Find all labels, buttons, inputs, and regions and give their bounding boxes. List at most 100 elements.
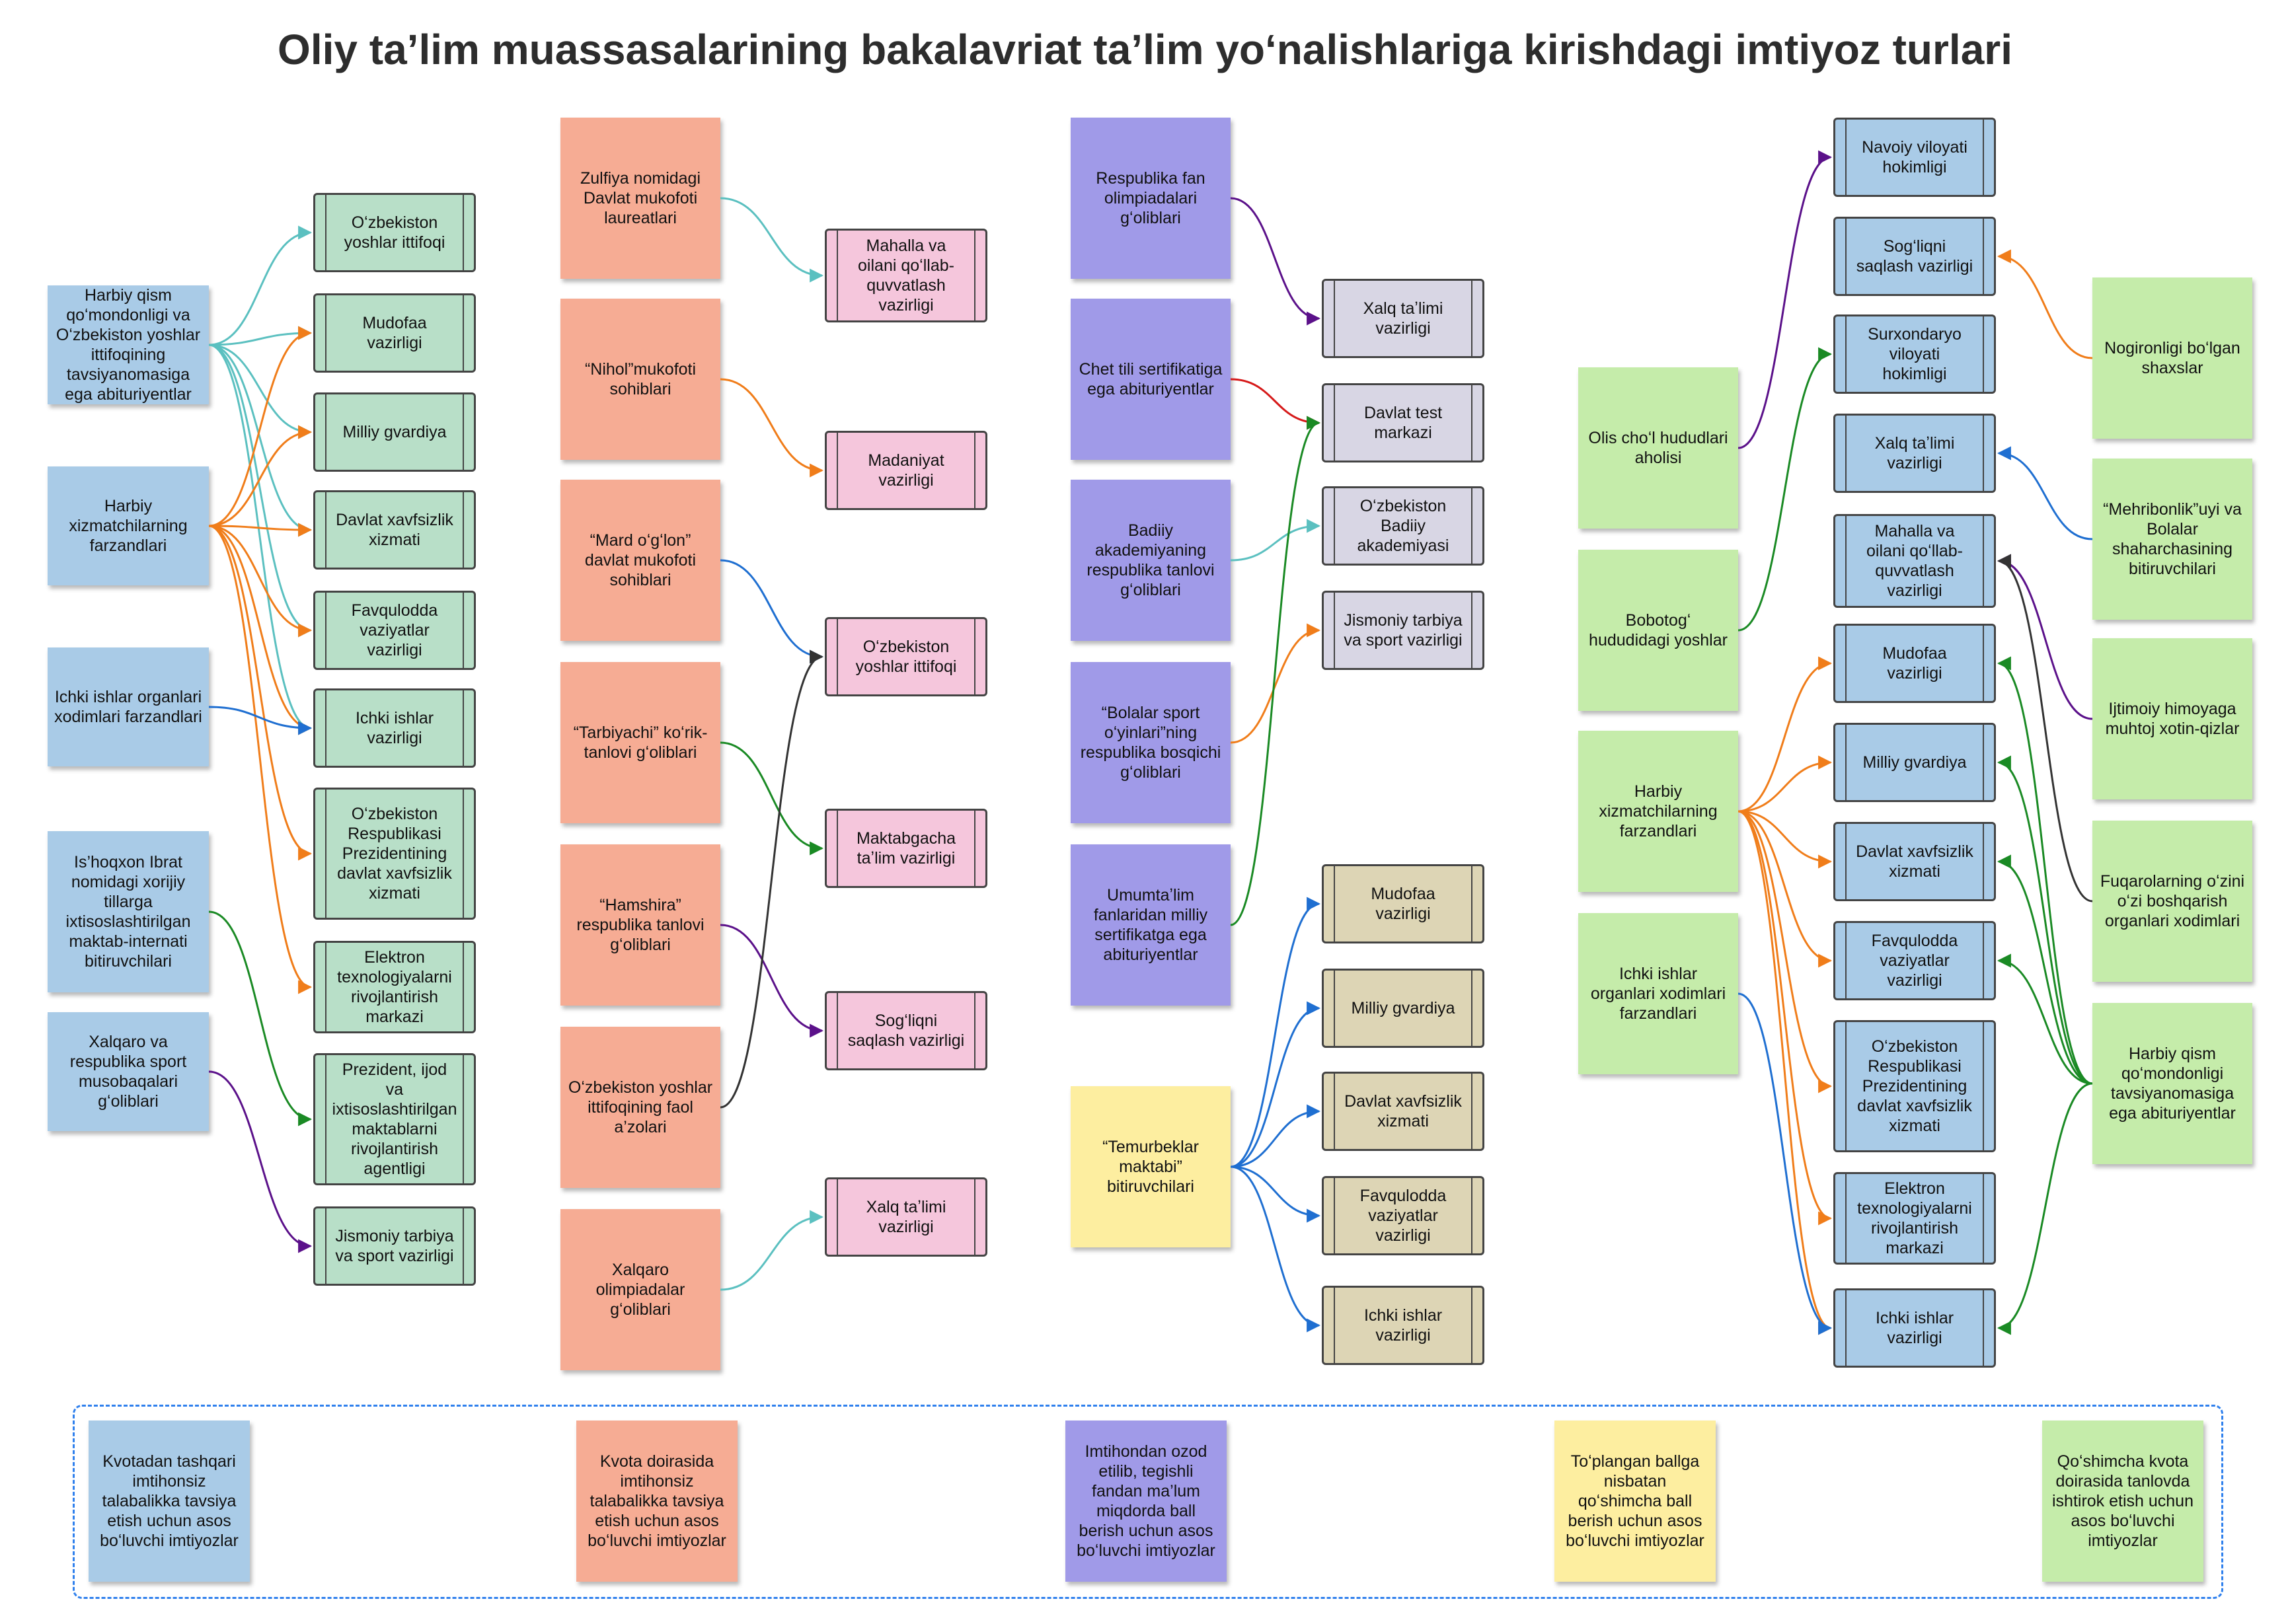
node-label: Umumtaʼlim fanlaridan milliy sertifikatg… <box>1093 886 1208 964</box>
node-label: Jismoniy tarbiya va sport vazirligi <box>335 1227 454 1265</box>
node-label: Surxondaryo viloyati hokimligi <box>1868 325 1962 383</box>
connector-c6-d3 <box>720 649 824 1109</box>
node-label: Davlat xavfsizlik xizmati <box>336 511 453 549</box>
node-c3: “Mard oʻgʻlon” davlat mukofoti sohiblari <box>560 480 720 641</box>
connector-i4-h5 <box>1997 554 2093 903</box>
node-label: Oʻzbekiston Respublikasi Prezidentining … <box>1857 1037 1972 1135</box>
node-b9: Prezident, ijod va ixtisoslashtirilgan m… <box>313 1053 476 1185</box>
node-b7: Oʻzbekiston Respublikasi Prezidentining … <box>313 788 476 920</box>
legend-frame <box>73 1405 2223 1599</box>
node-label: Milliy gvardiya <box>342 423 447 441</box>
node-label: Milliy gvardiya <box>1351 999 1455 1017</box>
node-label: Mudofaa vazirligi <box>1371 885 1435 923</box>
connector-a1-b3 <box>208 344 313 439</box>
node-c6: Oʻzbekiston yoshlar ittifoqining faol a’… <box>560 1027 720 1188</box>
node-b2: Mudofaa vazirligi <box>313 293 476 373</box>
connector-e6-f7 <box>1230 1104 1321 1168</box>
node-label: Toʻplangan ballga nisbatan qoʻshimcha ba… <box>1566 1452 1704 1550</box>
node-label: Imtihondan ozod etilib, tegishli fandan … <box>1077 1442 1215 1560</box>
node-a3: Ichki ishlar organlari xodimlari farzand… <box>48 647 209 766</box>
node-g1: Olis choʻl hududlari aholisi <box>1578 367 1738 529</box>
node-label: Oʻzbekiston Respublikasi Prezidentining … <box>337 805 452 903</box>
connector-a2-b6 <box>208 525 313 735</box>
node-g2: Bobotogʻ hududidagi yoshlar <box>1578 550 1738 711</box>
node-label: Mudofaa vazirligi <box>1882 644 1947 683</box>
node-h4: Xalq taʼlimi vazirligi <box>1833 414 1996 493</box>
node-label: Favqulodda vaziyatlar vazirligi <box>1871 932 1958 990</box>
node-label: Ichki ishlar organlari xodimlari farzand… <box>54 688 202 726</box>
node-label: Oʻzbekiston yoshlar ittifoqi <box>344 213 445 252</box>
node-d2: Madaniyat vazirligi <box>825 431 987 510</box>
node-l2: Kvota doirasida imtihonsiz talabalikka t… <box>576 1421 738 1582</box>
node-label: Sogʻliqni saqlash vazirligi <box>847 1012 965 1050</box>
node-label: Oʻzbekiston Badiiy akademiyasi <box>1357 497 1449 555</box>
connector-g3-h8 <box>1737 810 1833 869</box>
node-label: “Mehribonlik”uyi va Bolalar shaharchasin… <box>2103 500 2242 578</box>
node-label: Maktabgacha taʼlim vazirligi <box>856 829 956 867</box>
node-label: Davlat xavfsizlik xizmati <box>1344 1092 1462 1130</box>
node-h10: Oʻzbekiston Respublikasi Prezidentining … <box>1833 1020 1996 1152</box>
node-b6: Ichki ishlar vazirligi <box>313 688 476 768</box>
connector-e1-f1 <box>1230 197 1321 326</box>
node-label: Kvotadan tashqari imtihonsiz talabalikka… <box>100 1452 239 1550</box>
node-b1: Oʻzbekiston yoshlar ittifoqi <box>313 193 476 272</box>
node-c7: Xalqaro olimpiadalar gʻoliblari <box>560 1209 720 1370</box>
node-h1: Navoiy viloyati hokimligi <box>1833 118 1996 197</box>
node-label: Jismoniy tarbiya va sport vazirligi <box>1344 611 1463 649</box>
connector-c2-d2 <box>720 378 824 478</box>
node-e4: “Bolalar sport oʻyinlari”ning respublika… <box>1071 662 1231 823</box>
node-label: Olis choʻl hududlari aholisi <box>1588 429 1728 467</box>
node-label: Xalq taʼlimi vazirligi <box>1874 434 1955 472</box>
connector-i5-h7 <box>1997 755 2093 1085</box>
connector-a2-b3 <box>208 425 313 527</box>
node-label: Madaniyat vazirligi <box>868 451 944 490</box>
connector-i5-h12 <box>1997 1082 2093 1335</box>
node-a2: Harbiy xizmatchilarning farzandlari <box>48 466 209 585</box>
node-label: Qoʻshimcha kvota doirasida tanlovda isht… <box>2051 1452 2194 1550</box>
node-c1: Zulfiya nomidagi Davlat mukofoti laureat… <box>560 118 720 279</box>
node-label: Zulfiya nomidagi Davlat mukofoti laureat… <box>580 169 701 227</box>
node-g3: Harbiy xizmatchilarning farzandlari <box>1578 731 1738 892</box>
node-f4: Jismoniy tarbiya va sport vazirligi <box>1322 591 1484 670</box>
node-label: “Hamshira” respublika tanlovi gʻoliblari <box>576 896 705 954</box>
node-h5: Mahalla va oilani qoʻllab-quvvatlash vaz… <box>1833 514 1996 608</box>
node-label: Bobotogʻ hududidagi yoshlar <box>1589 611 1728 649</box>
node-b10: Jismoniy tarbiya va sport vazirligi <box>313 1206 476 1286</box>
node-label: Harbiy qism qoʻmondonligi va Oʻzbekiston… <box>56 286 201 404</box>
connector-g3-h12 <box>1737 810 1833 1335</box>
node-h6: Mudofaa vazirligi <box>1833 624 1996 703</box>
node-label: Ichki ishlar vazirligi <box>1363 1306 1443 1345</box>
node-h2: Sogʻliqni saqlash vazirligi <box>1833 217 1996 296</box>
node-d1: Mahalla va oilani qoʻllab-quvvatlash vaz… <box>825 229 987 322</box>
node-label: Respublika fan olimpiadalari gʻoliblari <box>1096 169 1205 227</box>
node-d3: Oʻzbekiston yoshlar ittifoqi <box>825 617 987 696</box>
node-f9: Ichki ishlar vazirligi <box>1322 1286 1484 1365</box>
connector-a1-b5 <box>208 344 313 638</box>
connector-g2-h3 <box>1737 347 1833 632</box>
node-f6: Milliy gvardiya <box>1322 969 1484 1048</box>
node-f7: Davlat xavfsizlik xizmati <box>1322 1072 1484 1151</box>
connector-i3-h5 <box>1997 554 2093 720</box>
node-i1: Nogironligi boʻlgan shaxslar <box>2092 277 2252 439</box>
node-label: Badiiy akademiyaning respublika tanlovi … <box>1087 521 1215 599</box>
node-label: Xalq taʼlimi vazirligi <box>1363 299 1443 338</box>
connector-i5-h6 <box>1997 656 2093 1085</box>
node-label: Nogironligi boʻlgan shaxslar <box>2104 339 2240 377</box>
node-label: Is’hoqxon Ibrat nomidagi xorijiy tillarg… <box>65 853 191 971</box>
connector-e6-f9 <box>1230 1165 1321 1333</box>
connector-i2-h4 <box>1997 446 2093 540</box>
connector-c5-d5 <box>720 924 824 1038</box>
node-label: Prezident, ijod va ixtisoslashtirilgan m… <box>332 1060 457 1178</box>
node-label: Chet tili sertifikatiga ega abituriyentl… <box>1079 360 1223 398</box>
connector-c1-d1 <box>720 197 824 283</box>
node-h12: Ichki ishlar vazirligi <box>1833 1288 1996 1368</box>
connector-g3-h10 <box>1737 810 1833 1093</box>
node-label: “Bolalar sport oʻyinlari”ning respublika… <box>1080 704 1221 782</box>
node-h11: Elektron texnologiyalarni rivojlantirish… <box>1833 1172 1996 1265</box>
node-l5: Qoʻshimcha kvota doirasida tanlovda isht… <box>2042 1421 2203 1582</box>
node-label: Davlat xavfsizlik xizmati <box>1856 842 1973 881</box>
connector-a2-b5 <box>208 525 313 638</box>
node-f3: Oʻzbekiston Badiiy akademiyasi <box>1322 486 1484 566</box>
connector-g3-h6 <box>1737 656 1833 813</box>
